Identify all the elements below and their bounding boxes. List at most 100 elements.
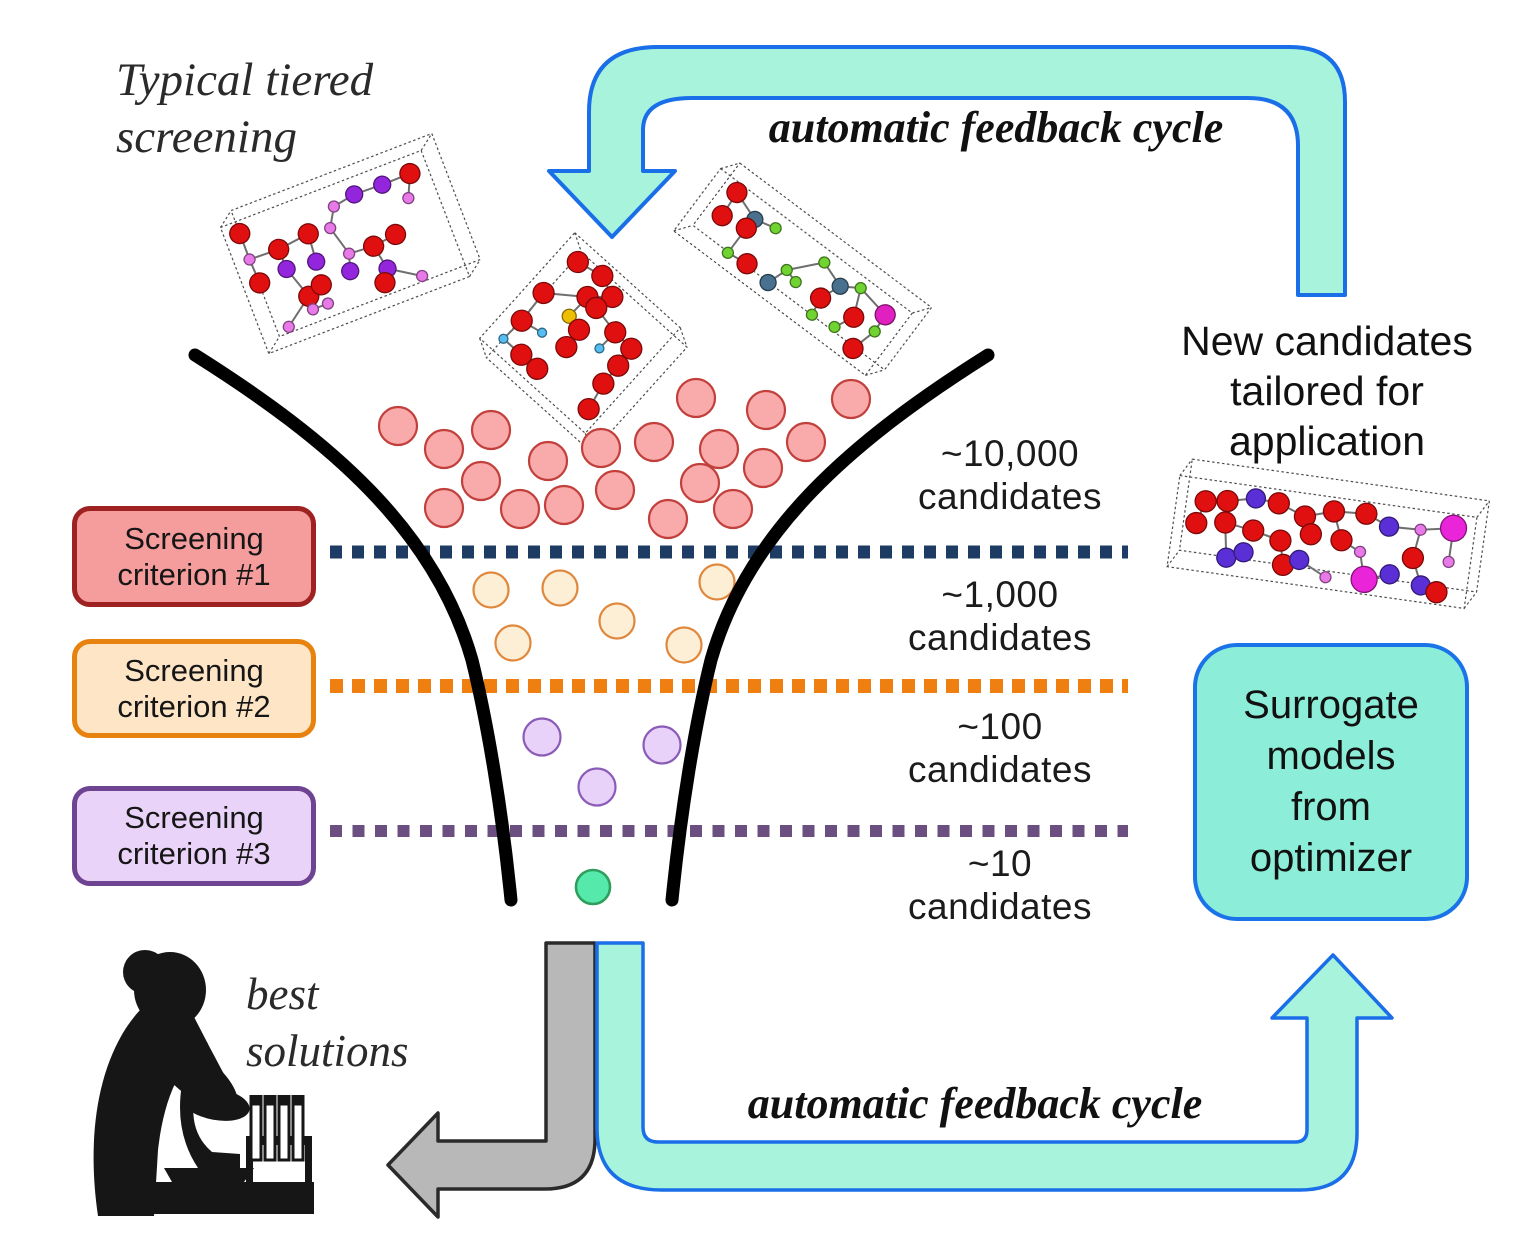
candidate-dot [675, 377, 717, 419]
atom [736, 253, 758, 275]
diagram-title: Typical tiered screening [116, 54, 374, 163]
feedback-arrow-up-icon [595, 941, 1394, 1192]
candidate-dot [472, 571, 510, 609]
atom [711, 205, 733, 227]
atom [555, 335, 578, 359]
manual-arrow-left-icon [386, 941, 597, 1219]
candidate-dots-tier1 [377, 377, 872, 540]
funnel-icon [188, 348, 518, 907]
atom [1216, 547, 1237, 568]
atom [842, 337, 864, 360]
tier3-count-label: ~100 candidates [908, 706, 1092, 790]
atom [1242, 519, 1265, 542]
crystal-structure-icon [219, 132, 481, 355]
atom [268, 238, 290, 261]
atom [721, 246, 735, 259]
atom [809, 287, 832, 309]
atom [1267, 492, 1290, 515]
candidate-dot [377, 405, 419, 447]
candidate-dot [541, 569, 579, 607]
candidate-dot [543, 484, 585, 526]
atom [1299, 523, 1323, 546]
candidate-dot [577, 767, 617, 807]
atom [607, 354, 630, 377]
atom [532, 281, 555, 305]
atom [1245, 488, 1267, 509]
candidate-dot [522, 717, 562, 757]
feedback-cycle-label-top: automatic feedback cycle [768, 103, 1224, 152]
atom [566, 250, 589, 274]
atom [327, 200, 341, 213]
tier4-count-label: ~10 candidates [908, 843, 1092, 927]
candidate-dot [712, 488, 754, 530]
atom [341, 261, 360, 281]
candidate-dot [580, 427, 622, 469]
new-candidates-label: New candidates tailored for application [1181, 318, 1473, 464]
candidate-dot [574, 868, 612, 906]
atom [277, 259, 296, 279]
atom [1355, 502, 1378, 525]
atom [591, 264, 614, 288]
candidate-dot [745, 389, 787, 431]
candidate-dot [527, 440, 569, 482]
tier1-count-label: ~10,000 candidates [918, 433, 1102, 517]
candidate-dot [633, 421, 675, 463]
atom [1216, 489, 1239, 513]
atom [384, 223, 407, 246]
atom [282, 320, 295, 333]
candidate-dots-tier3 [522, 717, 682, 807]
atom [769, 222, 782, 235]
screening-criterion-3-box: Screening criterion #3 [72, 786, 316, 886]
atom [843, 306, 865, 328]
atom [402, 191, 415, 205]
atom [324, 221, 337, 235]
atom [321, 297, 335, 310]
atom [577, 397, 600, 421]
candidate-dot [470, 409, 512, 451]
atom [1233, 542, 1254, 563]
atom [831, 277, 849, 295]
atom [1350, 565, 1378, 594]
atom [805, 308, 819, 321]
atom [526, 357, 549, 380]
atom [818, 256, 831, 269]
atom [1194, 490, 1217, 513]
atom [1269, 529, 1292, 552]
atom [362, 235, 385, 257]
atom [874, 304, 896, 326]
atom [1414, 523, 1427, 536]
atom [1353, 545, 1367, 559]
feedback-cycle-label-bottom: automatic feedback cycle [747, 1079, 1203, 1128]
surrogate-models-box: Surrogate models from optimizer [1193, 643, 1469, 921]
atom [594, 343, 605, 354]
candidate-dot [499, 488, 541, 530]
atom [604, 321, 627, 344]
candidate-dot [598, 602, 636, 640]
atom [229, 222, 251, 245]
screening-criterion-2-label: Screening [124, 652, 264, 688]
feedback-arrow-down-icon [547, 45, 1347, 297]
atom [868, 325, 881, 338]
atom [374, 271, 396, 294]
atom [399, 162, 421, 185]
candidate-dot [594, 469, 636, 511]
atom [759, 273, 777, 292]
atom [735, 217, 757, 239]
atom [854, 281, 867, 295]
atom [1330, 529, 1353, 552]
atom [1319, 571, 1332, 584]
atom [310, 274, 332, 296]
atom [498, 333, 509, 344]
funnel-icon [665, 348, 995, 907]
atom [510, 309, 533, 332]
candidate-dot [642, 725, 682, 765]
crystal-structure-icon [478, 231, 688, 454]
atom [345, 185, 364, 204]
atom [1185, 511, 1208, 535]
atom [373, 175, 392, 194]
atom [1322, 500, 1346, 523]
crystal-structure-icon [672, 162, 933, 377]
screening-criterion-3-label: Screening [124, 800, 264, 835]
